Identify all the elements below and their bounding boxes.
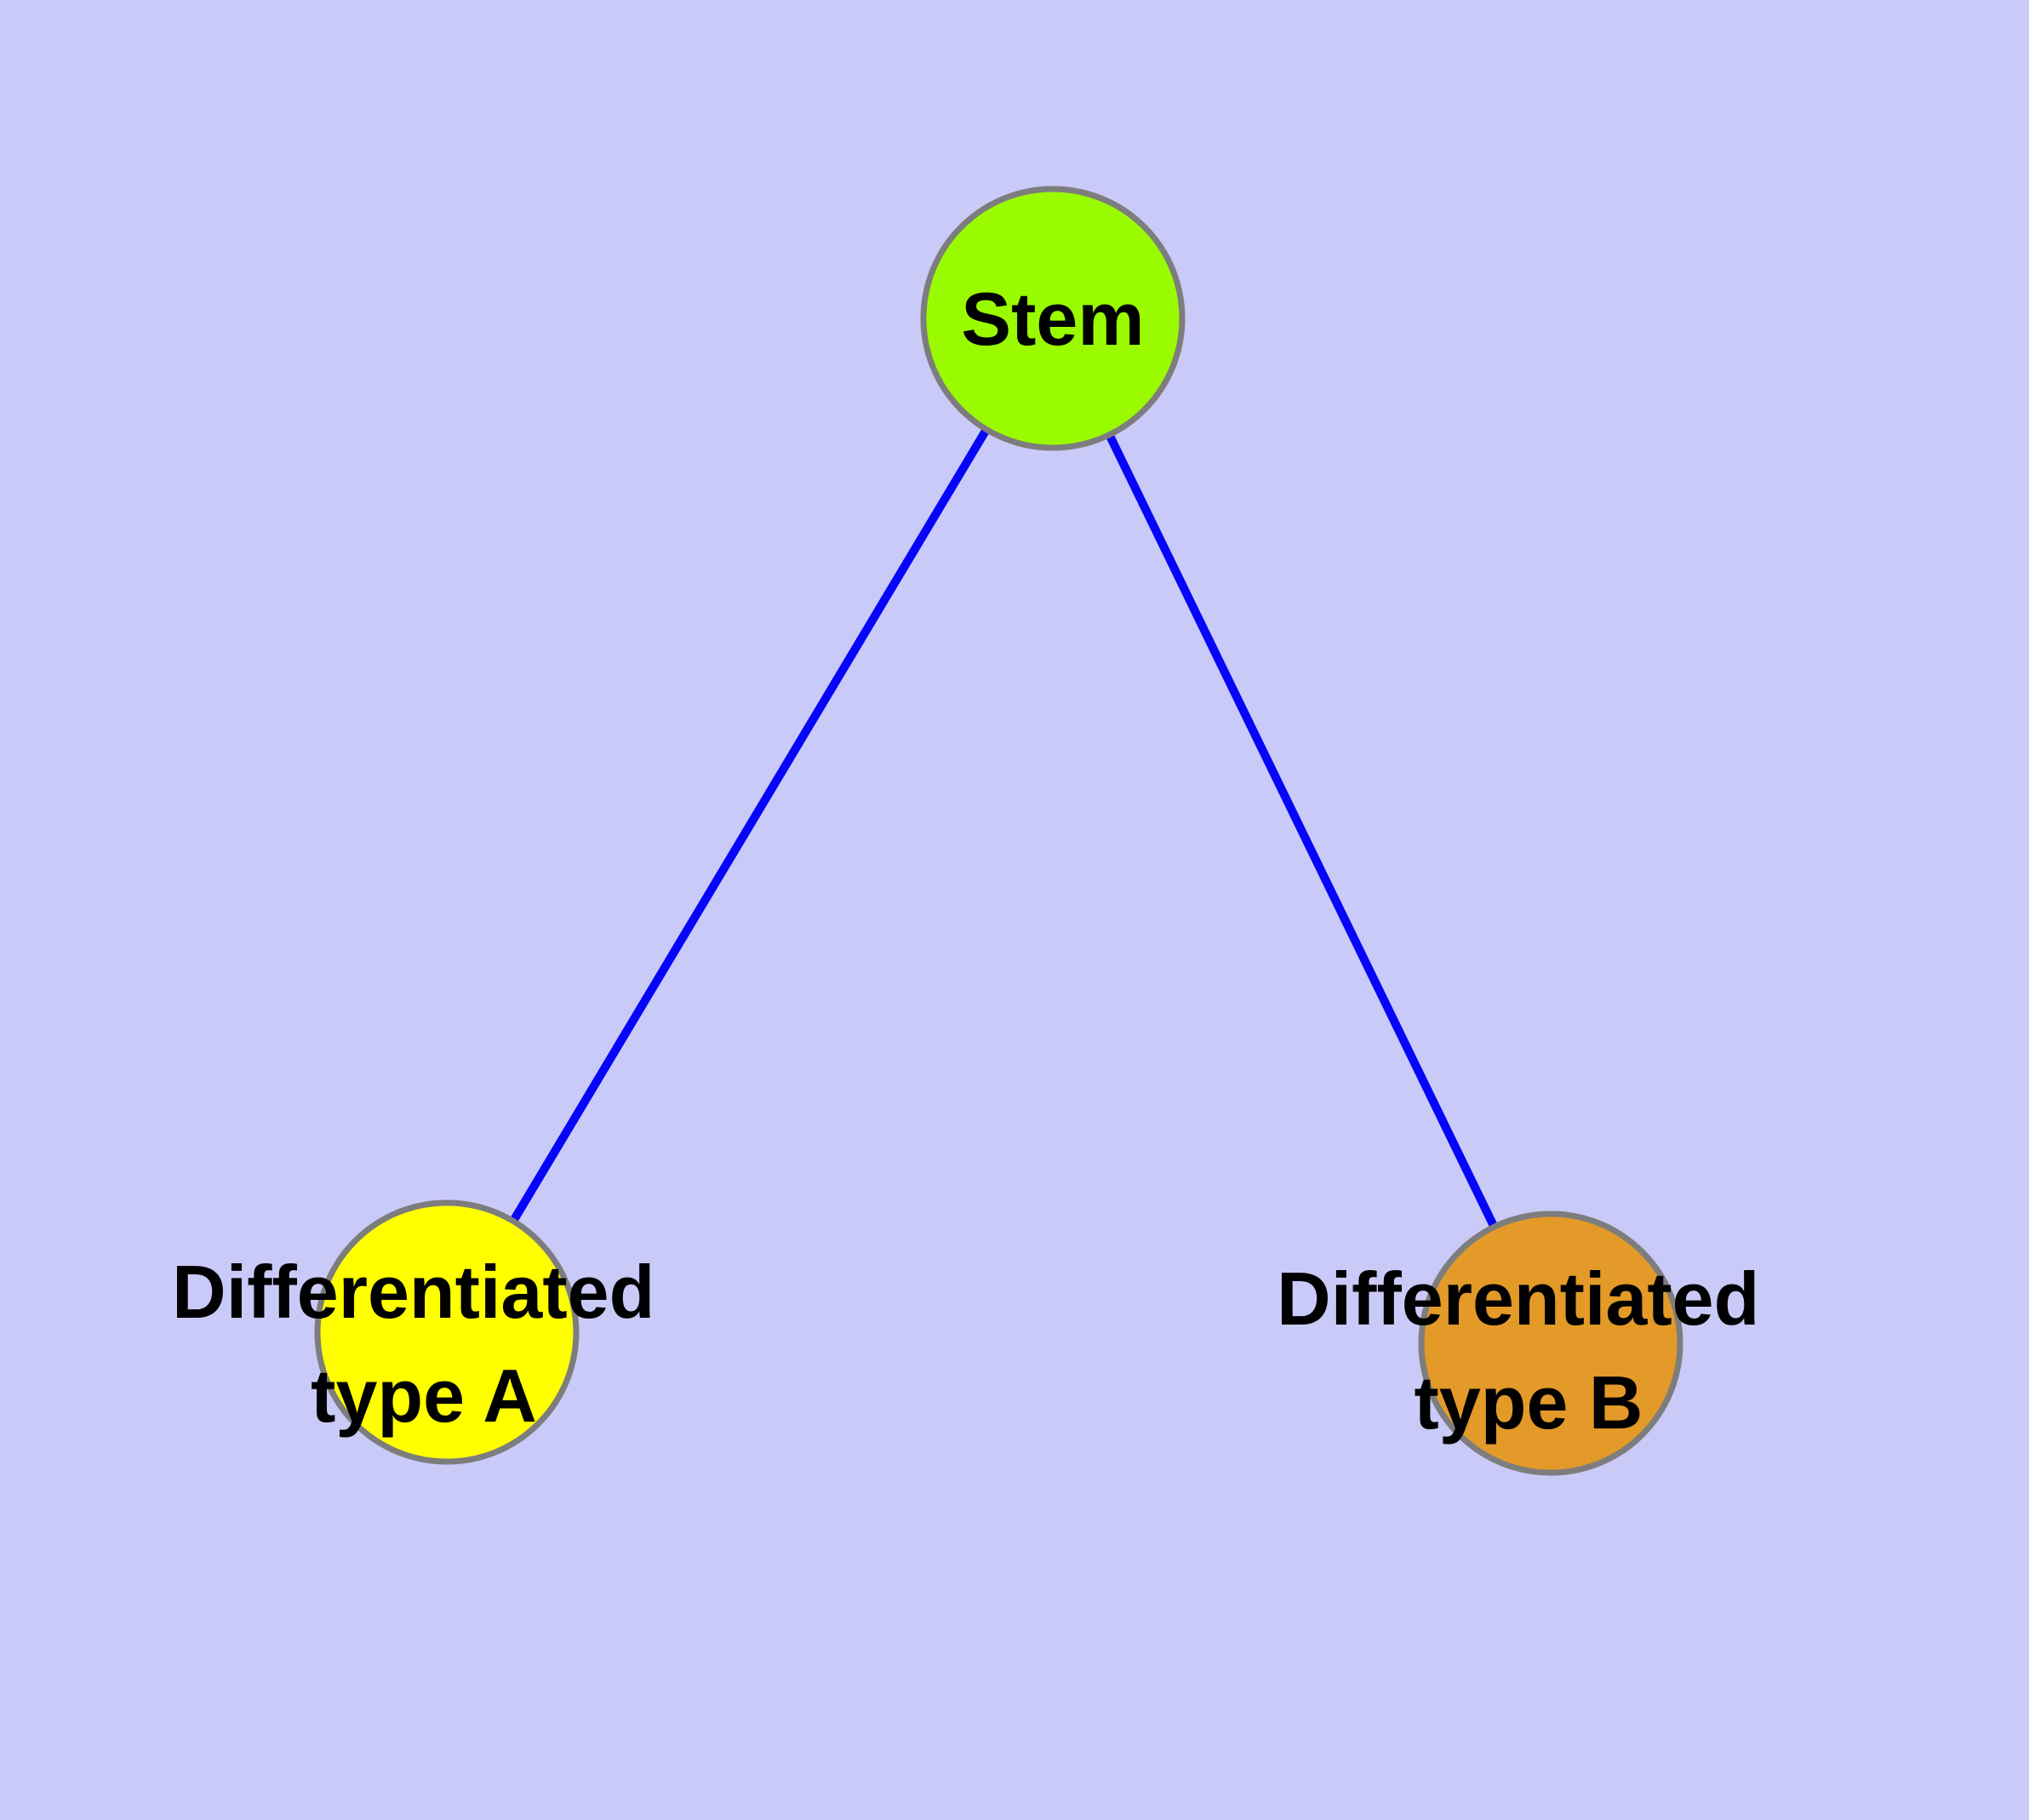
type-b-label-line-2: type B — [1415, 1360, 1643, 1445]
type-a-label-line-2: type A — [311, 1354, 537, 1438]
node-differentiated-type-a: Differentiated type A — [172, 1199, 676, 1465]
type-b-node-label: Differentiated type B — [1277, 1256, 1780, 1445]
type-a-node-circle — [314, 1199, 580, 1465]
type-b-label-line-1: Differentiated — [1277, 1256, 1759, 1341]
edge-stem-to-type-b — [1049, 316, 1555, 1346]
stem-node-label: Stem — [961, 277, 1144, 361]
type-a-label-line-1: Differentiated — [172, 1250, 654, 1334]
node-stem: Stem — [920, 186, 1186, 451]
node-differentiated-type-b: Differentiated type B — [1277, 1210, 1780, 1476]
type-a-node-label: Differentiated type A — [172, 1250, 676, 1438]
edge-layer — [443, 316, 1555, 1346]
stem-node-circle — [920, 186, 1186, 451]
type-b-node-circle — [1418, 1210, 1683, 1476]
edge-stem-to-type-a — [443, 316, 1057, 1335]
